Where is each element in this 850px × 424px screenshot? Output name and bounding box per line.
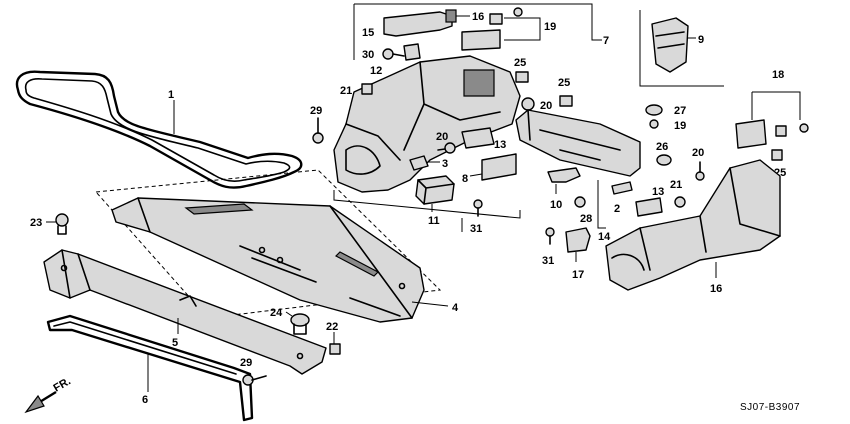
callout-20-right: 20 (692, 147, 704, 159)
part-clip-31-left (473, 199, 483, 217)
part-bolt-30 (382, 48, 405, 60)
callout-3: 3 (442, 158, 448, 170)
bracket-upper-bottom (333, 190, 521, 219)
leader-24 (285, 311, 293, 317)
part-clip-24 (290, 313, 310, 335)
callout-4: 4 (452, 302, 459, 314)
part-cover-11 (415, 175, 455, 205)
part-clip-3 (409, 155, 429, 171)
callout-22-right: 21 (670, 179, 682, 191)
part-rear-panel-14 (515, 109, 641, 177)
callout-21-upper: 21 (340, 85, 352, 97)
callout-9: 9 (698, 34, 704, 46)
callout-29-lower: 29 (240, 357, 252, 369)
group-outline-4 (94, 169, 442, 319)
callout-7: 7 (603, 35, 609, 47)
part-bracket-12 (403, 43, 421, 61)
callout-26: 26 (656, 141, 668, 153)
part-clip-25-right (771, 149, 783, 161)
callout-25-mid: 25 (558, 77, 570, 89)
part-screw-29-lower (242, 374, 267, 386)
callout-21-lower: 22 (326, 321, 338, 333)
bracket-7 (354, 3, 602, 41)
part-cover-18 (565, 227, 591, 253)
callout-23: 23 (30, 217, 42, 229)
callout-13-right: 13 (652, 186, 664, 198)
callout-11: 11 (428, 215, 440, 227)
part-grommet-20-upper (521, 97, 535, 111)
callout-13-left: 13 (494, 139, 506, 151)
callout-24: 24 (270, 307, 283, 319)
part-bracket-9 (651, 17, 689, 73)
part-trunk-lining-left (333, 55, 521, 193)
leader-8 (469, 173, 483, 177)
part-strap-16-17 (383, 9, 457, 37)
callout-14: 14 (598, 231, 611, 243)
part-grommet-26 (656, 154, 672, 166)
callout-8: 8 (462, 173, 468, 185)
part-clip-25-mid (559, 95, 573, 107)
box-9 (639, 10, 724, 87)
callout-27: 27 (674, 105, 686, 117)
callout-29-upper: 29 (310, 105, 322, 117)
part-cap-27 (645, 104, 663, 116)
leader-4 (411, 301, 449, 307)
callout-15: 16 (710, 283, 722, 295)
callout-12: 12 (370, 65, 382, 77)
part-long-strip-6 (46, 314, 254, 422)
part-panel-8 (481, 153, 517, 181)
callout-2: 2 (614, 203, 620, 215)
callout-20-mid: 19 (674, 120, 686, 132)
callout-17: 16 (472, 11, 484, 23)
callout-31-left: 31 (470, 223, 482, 235)
bracket-19-right (751, 91, 801, 120)
part-screw-20-mid (649, 119, 659, 129)
callout-18: 17 (572, 269, 584, 281)
part-lower-rail-5 (43, 249, 327, 375)
part-trunk-lining-right-15 (605, 159, 781, 291)
part-bracket-10 (547, 167, 581, 183)
leader-14 (597, 180, 606, 229)
part-clip-13-right (635, 197, 663, 217)
callout-16: 15 (362, 27, 374, 39)
callout-1: 1 (168, 89, 174, 101)
callout-19-top: 19 (544, 21, 556, 33)
callout-22-left: 20 (436, 131, 448, 143)
part-clip-31-right (545, 227, 555, 245)
callout-5: 5 (172, 337, 178, 349)
part-clip-23 (55, 213, 69, 235)
bracket-19-top (504, 17, 541, 41)
part-screw-22-right (674, 196, 686, 208)
part-clips-19-right (735, 119, 809, 149)
part-weatherstrip-1 (15, 70, 303, 189)
callout-10: 10 (550, 199, 562, 211)
callout-30: 30 (362, 49, 374, 61)
callout-25-upper: 25 (514, 57, 526, 69)
drawing-code: SJ07-B3907 (740, 402, 800, 413)
callout-19-right: 18 (772, 69, 784, 81)
front-direction-arrow-icon (24, 390, 57, 414)
callout-6: 6 (142, 394, 148, 406)
part-clip-2 (611, 181, 633, 195)
callout-28: 28 (580, 213, 592, 225)
part-clip-13-left (461, 127, 495, 149)
part-rear-tray-4 (111, 197, 425, 323)
callout-20-upper: 20 (540, 100, 552, 112)
part-screw-28 (574, 196, 586, 208)
part-nut-21-lower (329, 343, 341, 355)
part-nut-21-upper (361, 83, 373, 95)
part-clip-25-upper (515, 71, 529, 83)
direction-label: FR. (52, 375, 73, 394)
part-screw-20-right (695, 161, 705, 181)
part-clips-19-top (461, 7, 523, 51)
part-screw-22-left (437, 142, 456, 154)
callout-31-right: 31 (542, 255, 554, 267)
part-screw-29-upper (312, 117, 324, 144)
